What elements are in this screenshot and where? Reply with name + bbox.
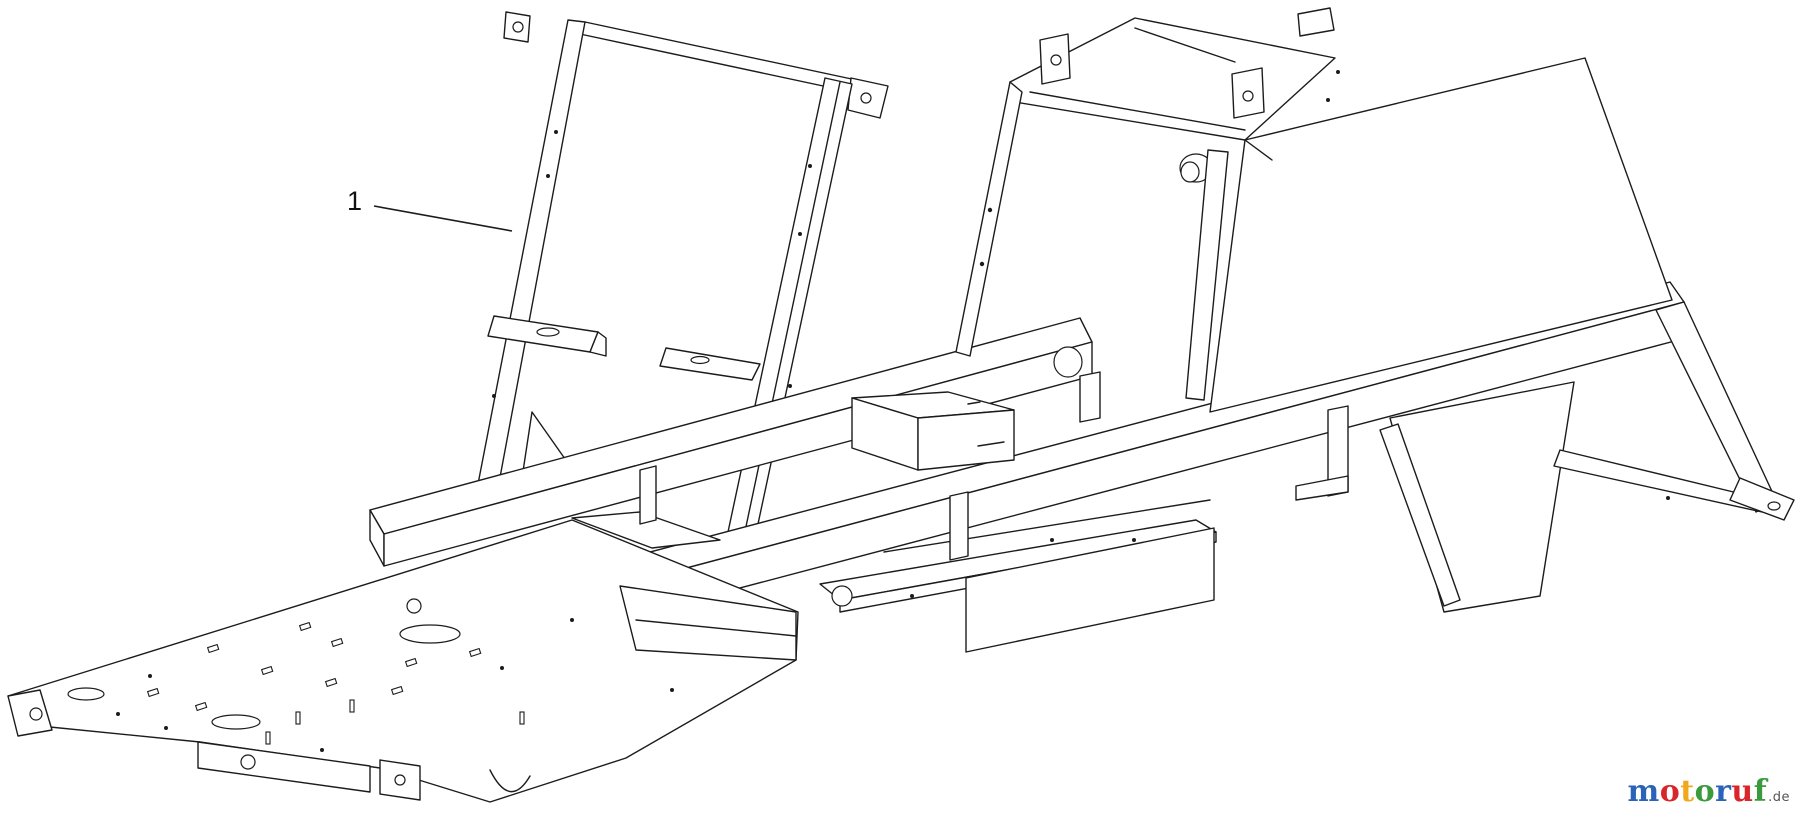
watermark-letter: m	[1627, 774, 1660, 809]
front-leg	[1379, 301, 1795, 613]
watermark-letter: r	[1715, 774, 1732, 809]
watermark-letter: f	[1753, 774, 1768, 809]
watermark-letter: t	[1680, 774, 1695, 809]
motoruf-watermark-logo: motoruf.de	[1627, 777, 1790, 807]
watermark-letter: o	[1694, 774, 1716, 809]
callout-label-1: 1	[347, 186, 363, 216]
floor-plate	[7, 519, 799, 803]
watermark-letter: o	[1659, 774, 1681, 809]
watermark-tld: .de	[1768, 790, 1790, 805]
callout-leader-line	[373, 205, 513, 232]
mid-deck-channels	[571, 371, 1349, 653]
front-box-structure	[955, 7, 1673, 413]
watermark-letter: u	[1731, 774, 1754, 809]
